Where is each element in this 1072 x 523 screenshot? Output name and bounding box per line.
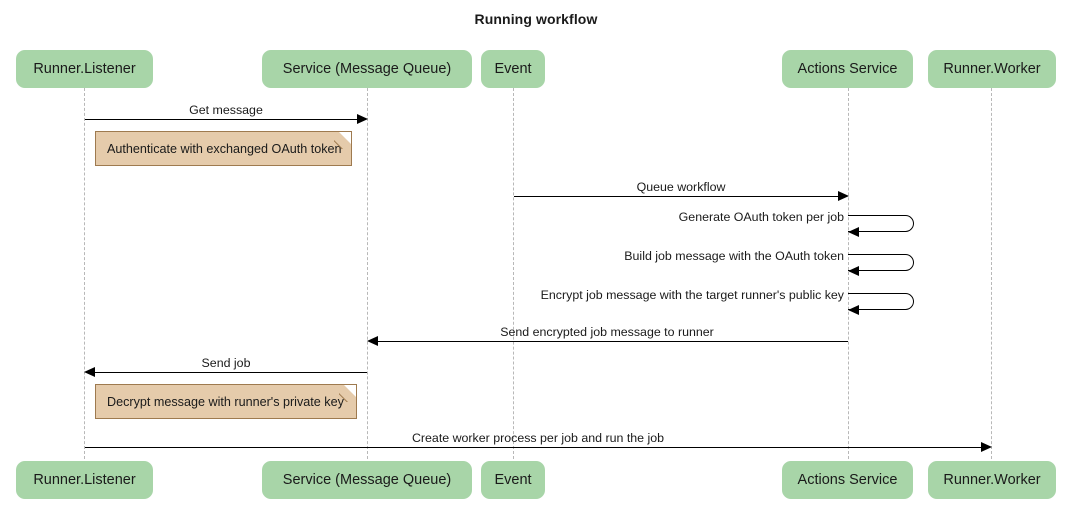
participant-actions-service-top[interactable]: Actions Service	[782, 50, 913, 88]
lifeline-service-message-queue	[367, 88, 368, 459]
message-arrowhead-send-job	[84, 367, 95, 377]
participant-service-message-queue-bottom[interactable]: Service (Message Queue)	[262, 461, 472, 499]
message-label-get-message: Get message	[189, 103, 263, 117]
note-decrypt: Decrypt message with runner's private ke…	[95, 384, 357, 419]
message-line-create-worker	[85, 447, 981, 448]
self-message-arrowhead-encrypt-job-message	[848, 305, 859, 315]
self-message-loop-generate-token	[848, 215, 914, 232]
note-fold-icon	[344, 385, 356, 397]
lifeline-runner-listener	[84, 88, 85, 459]
self-message-loop-build-job-message	[848, 254, 914, 271]
participant-runner-worker-top[interactable]: Runner.Worker	[928, 50, 1056, 88]
message-line-send-job	[95, 372, 367, 373]
participant-runner-listener-bottom[interactable]: Runner.Listener	[16, 461, 153, 499]
participant-runner-listener-top[interactable]: Runner.Listener	[16, 50, 153, 88]
message-label-create-worker: Create worker process per job and run th…	[411, 431, 665, 445]
participant-runner-worker-bottom[interactable]: Runner.Worker	[928, 461, 1056, 499]
participant-actions-service-bottom[interactable]: Actions Service	[782, 461, 913, 499]
message-label-send-encrypted: Send encrypted job message to runner	[500, 325, 714, 339]
message-arrowhead-create-worker	[981, 442, 992, 452]
message-line-queue-workflow	[514, 196, 838, 197]
note-fold-icon	[339, 132, 351, 144]
note-authenticate: Authenticate with exchanged OAuth token	[95, 131, 352, 166]
note-decrypt-text: Decrypt message with runner's private ke…	[107, 394, 344, 409]
message-arrowhead-send-encrypted	[367, 336, 378, 346]
message-line-get-message	[85, 119, 357, 120]
message-arrowhead-queue-workflow	[838, 191, 849, 201]
message-arrowhead-get-message	[357, 114, 368, 124]
page-title: Running workflow	[474, 11, 598, 27]
message-label-generate-token: Generate OAuth token per job	[678, 210, 844, 224]
self-message-loop-encrypt-job-message	[848, 293, 914, 310]
lifeline-event	[513, 88, 514, 459]
message-label-encrypt-job-message: Encrypt job message with the target runn…	[540, 288, 844, 302]
message-label-queue-workflow: Queue workflow	[636, 180, 726, 194]
lifeline-runner-worker	[991, 88, 992, 459]
participant-service-message-queue-top[interactable]: Service (Message Queue)	[262, 50, 472, 88]
participant-event-bottom[interactable]: Event	[481, 461, 545, 499]
message-line-send-encrypted	[378, 341, 848, 342]
self-message-arrowhead-build-job-message	[848, 266, 859, 276]
note-authenticate-text: Authenticate with exchanged OAuth token	[107, 141, 342, 156]
message-label-build-job-message: Build job message with the OAuth token	[624, 249, 844, 263]
message-label-send-job: Send job	[201, 356, 251, 370]
self-message-arrowhead-generate-token	[848, 227, 859, 237]
participant-event-top[interactable]: Event	[481, 50, 545, 88]
